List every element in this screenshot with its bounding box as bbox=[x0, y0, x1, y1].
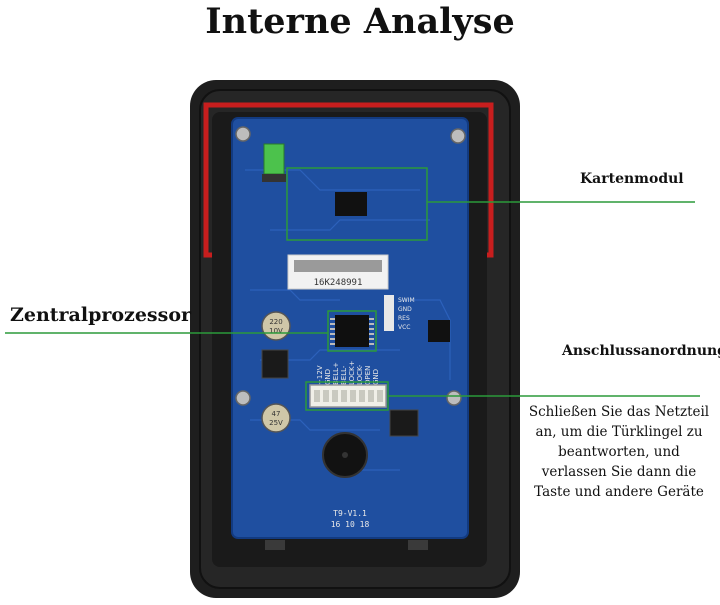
header-pin-2: GND bbox=[398, 306, 412, 313]
description-line-2: an, um die Türklingel zu bbox=[535, 424, 703, 440]
annotation-leaders bbox=[5, 167, 700, 411]
label-connector: Anschlussanordnung bbox=[562, 343, 720, 359]
pin-label-3: BELL+ bbox=[332, 362, 340, 385]
description-line-3: beantworten, und bbox=[558, 444, 680, 460]
description-line-5: Taste und andere Geräte bbox=[534, 484, 704, 500]
programming-header: SWIM GND RES VCC bbox=[384, 295, 415, 331]
mounting-screws bbox=[235, 126, 466, 406]
description-line-1: Schließen Sie das Netzteil bbox=[528, 404, 710, 420]
header-pin-4: VCC bbox=[398, 324, 410, 331]
connector-description: Schließen Sie das Netzteil an, um die Tü… bbox=[522, 402, 716, 502]
pin-label-5: LOCK+ bbox=[348, 360, 356, 385]
cap1-voltage: 10V bbox=[269, 327, 283, 335]
pin-label-6: LOCK- bbox=[356, 364, 364, 385]
pin-label-7: OPEN bbox=[364, 366, 372, 385]
cpu-highlight bbox=[327, 310, 377, 352]
label-card-module: Kartenmodul bbox=[580, 171, 684, 187]
transistor-q2 bbox=[389, 409, 419, 437]
card-module-highlight bbox=[286, 167, 428, 241]
header-pin-3: RES bbox=[398, 315, 410, 322]
pin-label-8: GND bbox=[372, 369, 380, 385]
header-pin-1: SWIM bbox=[398, 297, 415, 304]
description-line-4: verlassen Sie dann die bbox=[541, 464, 697, 480]
pin-label-1: +12V bbox=[316, 365, 324, 385]
board-version: T9-V1.1 bbox=[333, 509, 367, 518]
page-title: Interne Analyse bbox=[205, 1, 515, 42]
terminal-connector bbox=[309, 384, 387, 408]
pin-label-2: GND bbox=[324, 369, 332, 385]
pin-label-4: BELL- bbox=[340, 365, 348, 385]
sticker-text: 16K248991 bbox=[314, 278, 363, 288]
green-led bbox=[263, 143, 285, 175]
cap2-voltage: 25V bbox=[269, 419, 283, 427]
cpu-chip bbox=[335, 315, 369, 347]
cap1-value: 220 bbox=[269, 318, 282, 326]
label-cpu: Zentralprozessor bbox=[10, 304, 192, 326]
card-module-chip bbox=[335, 192, 367, 216]
connector-pin-labels: +12V GND BELL+ BELL- LOCK+ LOCK- OPEN GN… bbox=[316, 360, 380, 385]
cap2-value: 47 bbox=[272, 410, 281, 418]
board-date: 16 10 18 bbox=[331, 520, 370, 529]
capacitor-ec2 bbox=[261, 311, 291, 341]
capacitor-ec1 bbox=[261, 403, 291, 433]
voltage-regulator bbox=[261, 349, 289, 379]
